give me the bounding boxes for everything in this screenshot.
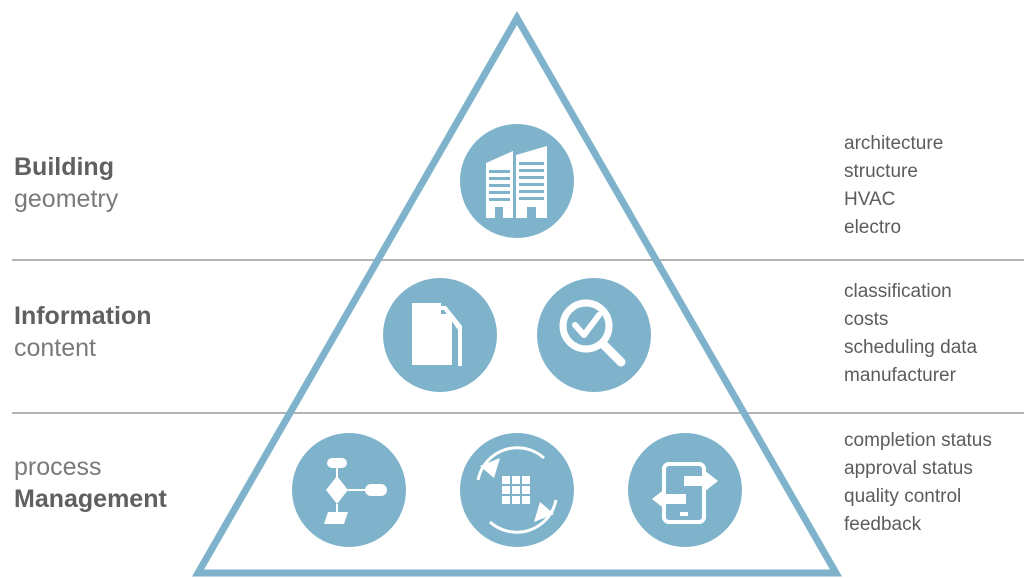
aspect-item: approval status: [844, 458, 973, 479]
aspect-item: structure: [844, 161, 918, 182]
aspect-item: completion status: [844, 430, 992, 451]
tier-building-subtitle: geometry: [14, 185, 119, 213]
flowchart-icon: [292, 433, 406, 547]
aspect-item: electro: [844, 217, 902, 238]
tier-information-aspects: classification costs scheduling data man…: [844, 278, 977, 390]
tier-information-subtitle: content: [14, 334, 97, 362]
tablet-exchange-icon: [628, 433, 742, 547]
tier-building-label: Building geometry: [14, 151, 118, 215]
tier-management-prefix: process: [14, 453, 102, 481]
tier-information-label: Information content: [14, 300, 152, 364]
pyramid-triangle: [191, 10, 843, 577]
aspect-item: costs: [844, 309, 889, 330]
tier-building-title: Building: [14, 153, 114, 181]
tier-information-title: Information: [14, 302, 152, 330]
cycle-grid-icon: [460, 433, 574, 547]
buildings-icon: [460, 124, 574, 238]
aspect-item: classification: [844, 281, 952, 302]
aspect-item: architecture: [844, 133, 944, 154]
magnifier-check-icon: [537, 278, 651, 392]
tier-management-label: process Management: [14, 451, 167, 515]
aspect-item: feedback: [844, 514, 922, 535]
tier-building-aspects: architecture structure HVAC electro: [844, 130, 943, 242]
tier-management-title: Management: [14, 485, 167, 513]
tier-management-aspects: completion status approval status qualit…: [844, 427, 992, 539]
aspect-item: manufacturer: [844, 365, 956, 386]
aspect-item: quality control: [844, 486, 962, 507]
aspect-item: HVAC: [844, 189, 896, 210]
aspect-item: scheduling data: [844, 337, 978, 358]
document-icon: [383, 278, 497, 392]
